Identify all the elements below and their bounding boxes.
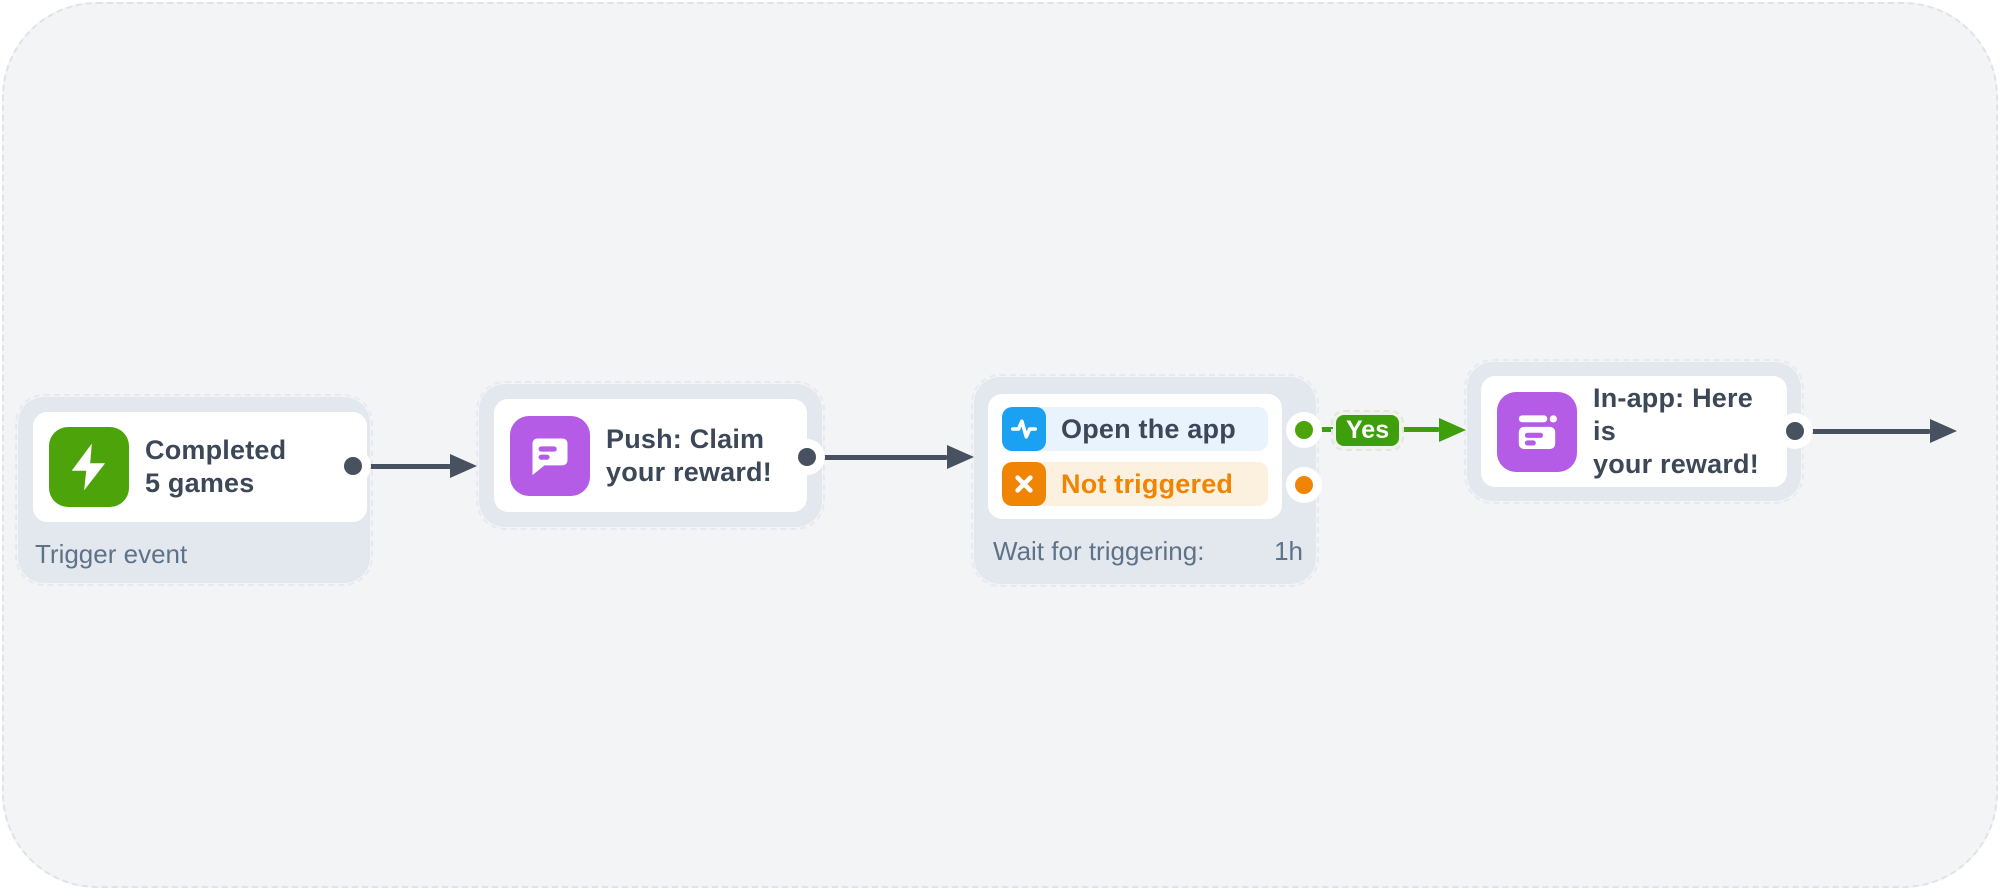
inapp-card[interactable]: In-app: Here is your reward! [1481, 376, 1787, 487]
node-push-message[interactable]: Push: Claim your reward! [476, 381, 825, 530]
push-title: Push: Claim your reward! [606, 423, 772, 487]
condition-row-open-app[interactable]: Open the app [1002, 407, 1268, 451]
connector-port-not-triggered[interactable] [1295, 476, 1313, 494]
yes-branch-badge[interactable]: Yes [1330, 410, 1405, 451]
activity-pulse-icon [1002, 407, 1046, 451]
wait-duration-value[interactable]: 1h [1274, 536, 1303, 566]
connector-port-out-push[interactable] [798, 448, 816, 466]
node-trigger-event[interactable]: Completed 5 games Trigger event [15, 394, 373, 586]
edge-inapp-out [1798, 429, 1931, 434]
trigger-title: Completed 5 games [145, 435, 287, 498]
node-inapp-message[interactable]: In-app: Here is your reward! [1464, 359, 1804, 504]
node-wait-condition[interactable]: Open the app Not triggered Wait for trig… [971, 374, 1319, 587]
lightning-icon [49, 427, 129, 507]
condition-row-label: Open the app [1061, 413, 1236, 444]
edge-arrowhead [947, 445, 974, 469]
wait-card[interactable]: Open the app Not triggered [988, 394, 1282, 519]
x-icon [1002, 462, 1046, 506]
trigger-card[interactable]: Completed 5 games [33, 412, 367, 522]
connector-port-yes[interactable] [1295, 421, 1313, 439]
edge-push-to-wait [810, 455, 948, 460]
edge-arrowhead [450, 454, 477, 478]
connector-port-out-trigger[interactable] [344, 457, 362, 475]
push-card[interactable]: Push: Claim your reward! [494, 399, 807, 512]
edge-arrowhead [1930, 419, 1957, 443]
edge-trigger-to-push [356, 464, 452, 469]
wait-footer-label: Wait for triggering: [993, 536, 1205, 566]
connector-port-out-inapp[interactable] [1786, 422, 1804, 440]
inapp-title: In-app: Here is your reward! [1593, 383, 1759, 479]
trigger-footer-label: Trigger event [35, 539, 188, 569]
inapp-banner-icon [1497, 391, 1577, 472]
chat-message-icon [510, 415, 590, 496]
edge-arrowhead [1439, 418, 1466, 442]
condition-row-label: Not triggered [1061, 468, 1234, 499]
condition-row-not-triggered[interactable]: Not triggered [1002, 462, 1268, 506]
